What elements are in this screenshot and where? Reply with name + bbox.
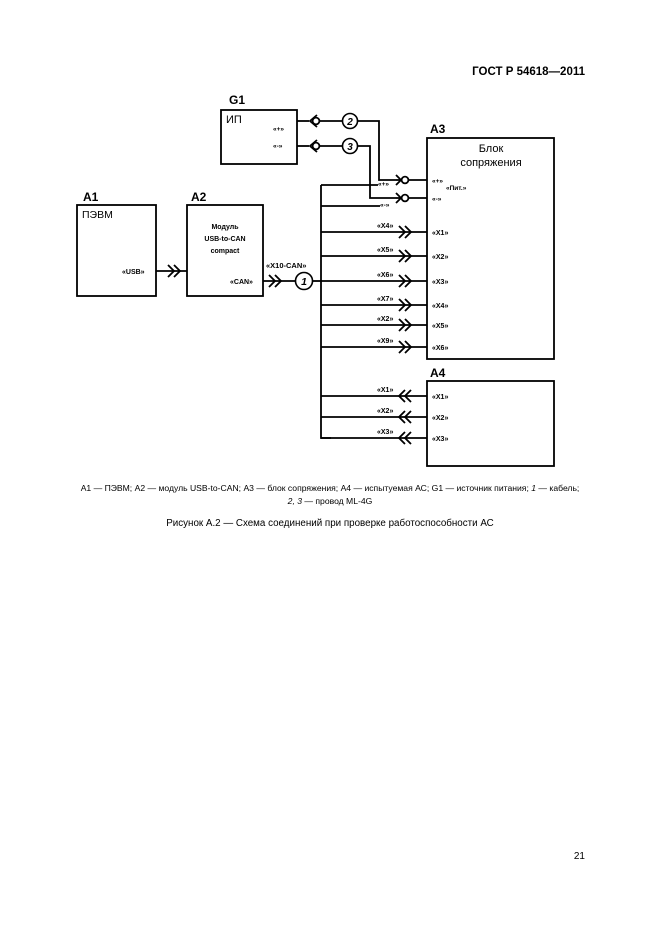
a3-ref: А3 — [430, 122, 446, 136]
a3-port-x2: «X2» — [432, 254, 448, 261]
marker-2-label: 2 — [346, 117, 353, 128]
a2-label-line2: USB-to-CAN — [204, 236, 245, 243]
a3-left-port-6: «X9» — [377, 338, 393, 345]
a2-label-line3: compact — [211, 248, 240, 255]
a4-port-x3: «X3» — [432, 436, 448, 443]
marker-1-label: 1 — [301, 276, 307, 288]
a3-power-inputs — [395, 174, 427, 204]
figure-legend: А1 — ПЭВМ; А2 — модуль USB-to-CAN; А3 — … — [52, 482, 608, 508]
legend-wire-text: — провод ML-4G — [302, 496, 373, 506]
legend-wire-nums: 2, 3 — [287, 496, 303, 506]
a3-supply-minus: «-» — [380, 202, 390, 209]
legend-cable-num: 1 — [531, 483, 537, 493]
legend-line1: А1 — ПЭВМ; А2 — модуль USB-to-CAN; А3 — … — [80, 483, 532, 493]
a3-a4-connectors — [397, 225, 427, 445]
a4-box — [426, 380, 555, 467]
a3-left-port-1: «X4» — [377, 223, 393, 230]
usb-link — [156, 264, 187, 278]
a3-supply-plus: «+» — [378, 181, 389, 188]
a1-ref: А1 — [83, 190, 99, 204]
a2-ref: А2 — [191, 190, 207, 204]
a3-label-line2: сопряжения — [460, 157, 521, 169]
a1-label: ПЭВМ — [82, 209, 113, 221]
a3-power-minus: «-» — [432, 196, 442, 203]
a3-left-port-3: «X6» — [377, 272, 393, 279]
a3-port-x5: «X5» — [432, 323, 448, 330]
marker-2 — [341, 112, 359, 130]
standard-header: ГОСТ Р 54618—2011 — [472, 66, 585, 78]
a4-left-port-1: «X1» — [377, 387, 393, 394]
a2-label-line1: Модуль — [211, 224, 239, 231]
a3-left-port-5: «X2» — [377, 316, 393, 323]
a3-port-x4: «X4» — [432, 303, 448, 310]
g1-port-plus: «+» — [273, 126, 284, 133]
a4-left-port-3: «X3» — [377, 429, 393, 436]
a4-left-port-2: «X2» — [377, 408, 393, 415]
g1-label: ИП — [226, 114, 242, 126]
a4-port-x2: «X2» — [432, 415, 448, 422]
marker-3 — [341, 137, 359, 155]
marker-3-label: 3 — [347, 142, 353, 153]
page-number: 21 — [573, 851, 585, 862]
a3-box — [426, 137, 555, 360]
power-wire-plus — [297, 114, 396, 181]
a4-port-x1: «X1» — [432, 394, 448, 401]
a3-label-line1: Блок — [479, 143, 504, 155]
a1-port-usb: «USB» — [122, 269, 145, 276]
a3-power-plus: «+» — [432, 178, 443, 185]
power-wire-minus — [297, 139, 396, 199]
marker-1 — [294, 271, 314, 291]
g1-port-minus: «-» — [273, 143, 283, 150]
a3-port-x6: «X6» — [432, 345, 448, 352]
g1-box — [220, 109, 298, 165]
a1-box — [76, 204, 157, 297]
can-bus-label: «X10-CAN» — [266, 261, 306, 270]
a3-power-label: «Пит.» — [446, 185, 467, 192]
a2-box — [186, 204, 264, 297]
a3-left-port-4: «X7» — [377, 296, 393, 303]
a3-left-port-2: «X5» — [377, 247, 393, 254]
bus-lines — [320, 184, 408, 439]
a3-port-x1: «X1» — [432, 230, 448, 237]
figure-title: Рисунок А.2 — Схема соединений при прове… — [166, 518, 494, 529]
a3-port-x3: «X3» — [432, 279, 448, 286]
a4-ref: А4 — [430, 366, 446, 380]
legend-cable-text: — кабель; — [536, 483, 580, 493]
g1-ref: G1 — [229, 93, 245, 107]
a2-port-can: «CAN» — [230, 279, 253, 286]
